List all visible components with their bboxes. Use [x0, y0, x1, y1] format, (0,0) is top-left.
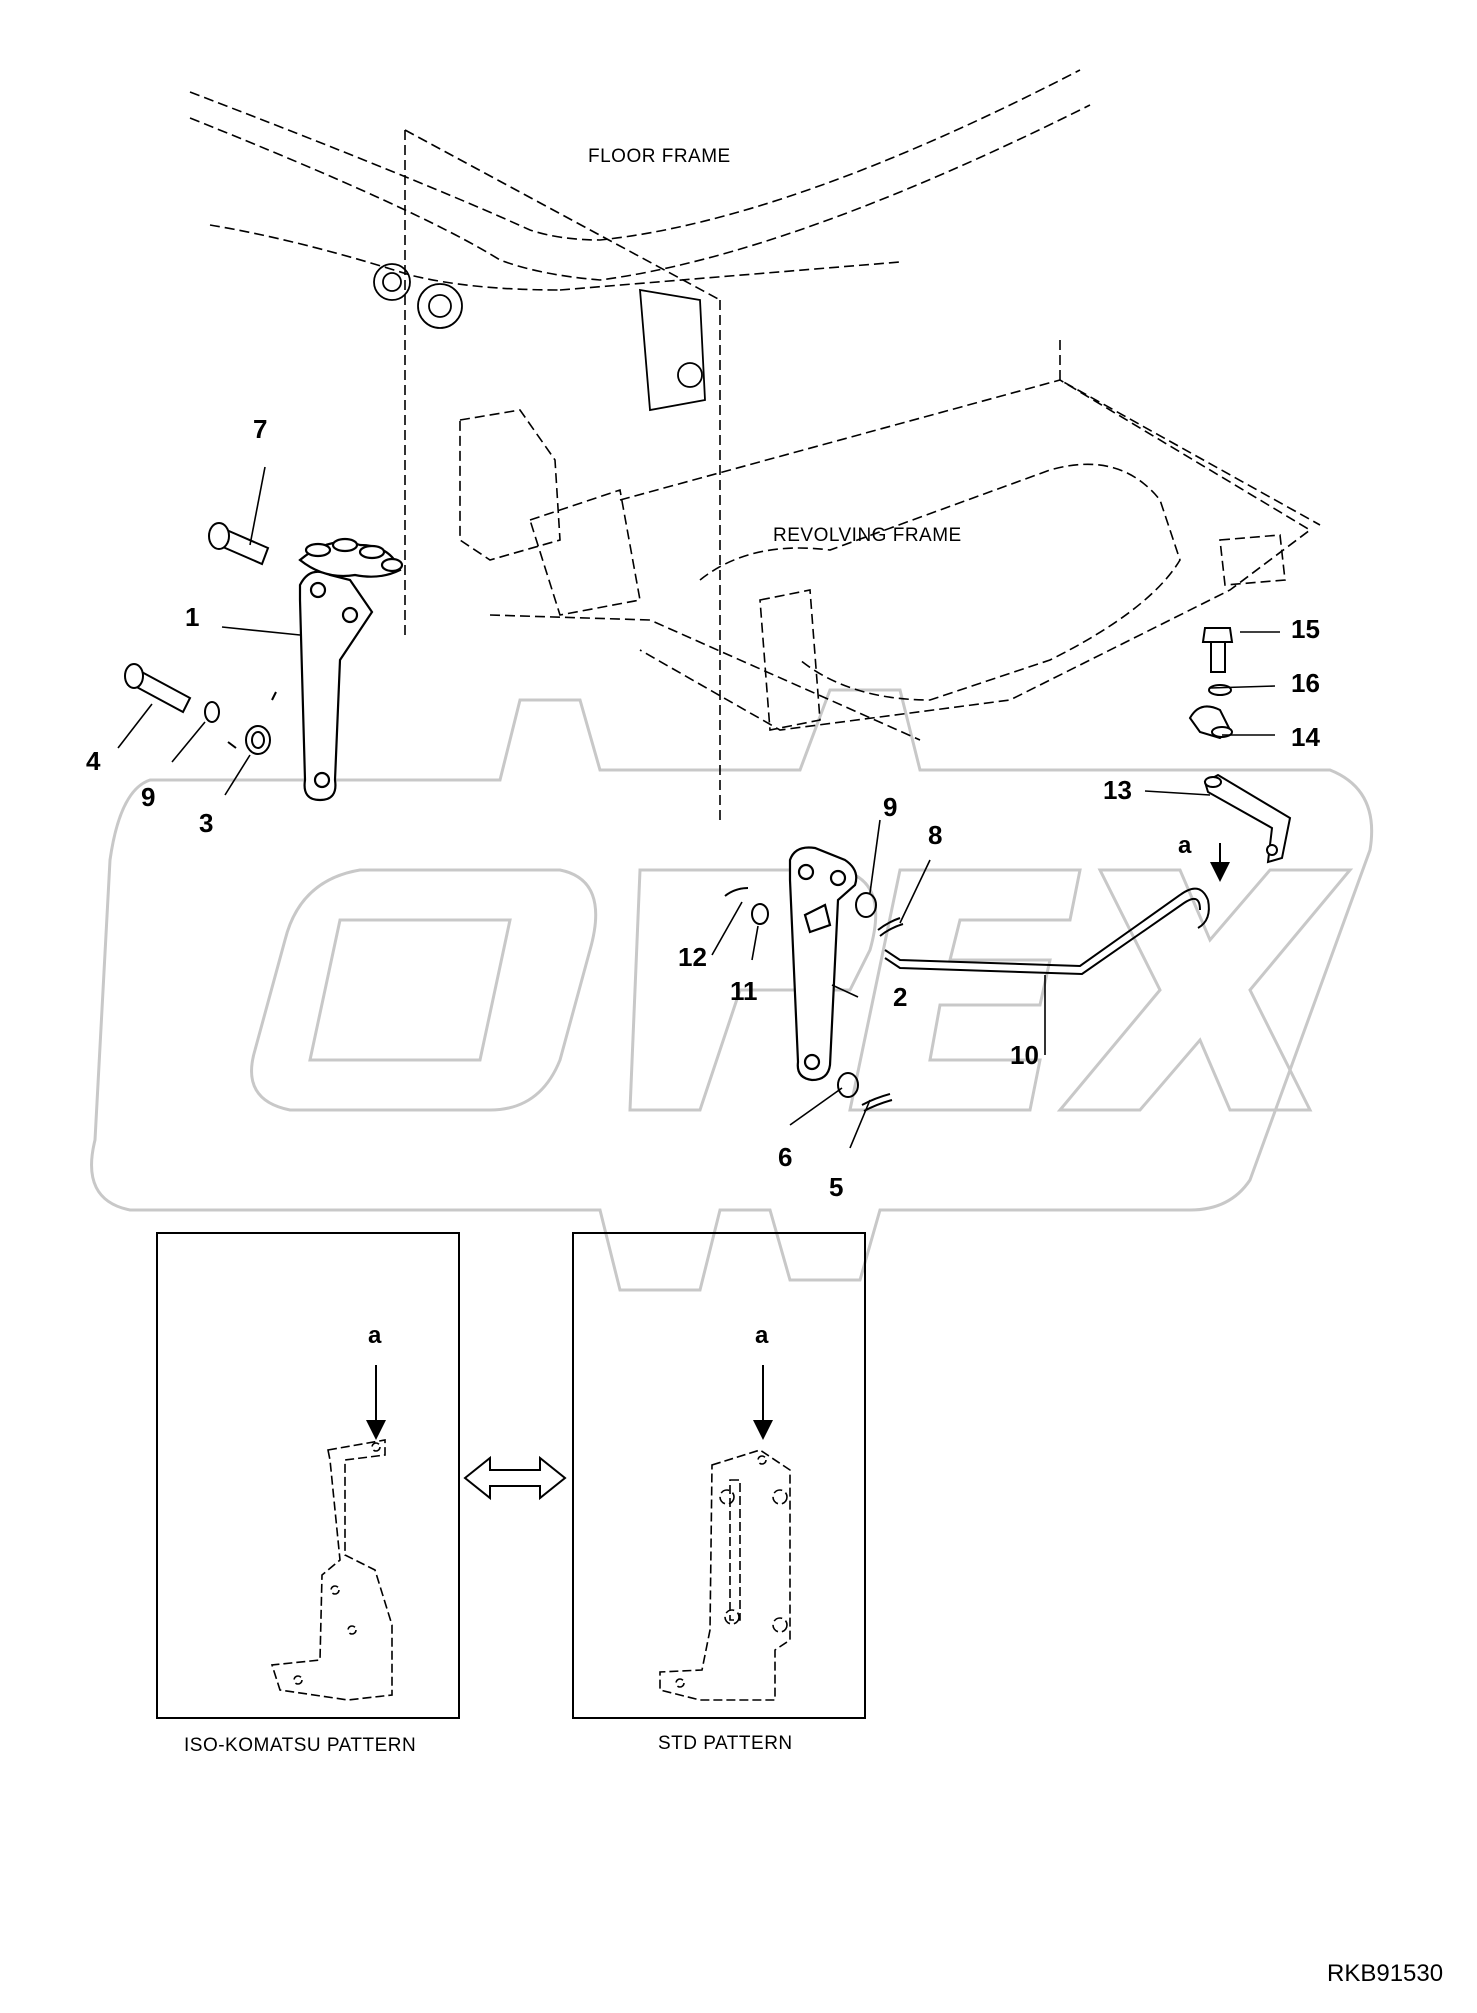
callout-9-left: 9: [141, 782, 156, 812]
callout-5: 5: [829, 1172, 844, 1202]
std-pattern-caption: STD PATTERN: [658, 1733, 793, 1754]
callout-8: 8: [928, 820, 943, 850]
revolving-frame-outline: [459, 379, 1312, 741]
leader-lines: [117, 466, 1280, 1149]
std-pattern-bracket: [659, 1449, 791, 1701]
view-arrow-label-main: a: [1178, 832, 1192, 859]
callout-4: 4: [86, 746, 101, 776]
small-hardware: [724, 887, 904, 1112]
callout-11: 11: [730, 976, 758, 1006]
floor-frame-mounts: [373, 263, 706, 412]
drawing-code: RKB91530: [1327, 1960, 1444, 1987]
view-arrow-label-std: a: [755, 1322, 769, 1349]
floor-frame-outline: [189, 69, 1321, 820]
lever-2: [788, 846, 858, 1082]
callout-7: 7: [253, 414, 268, 444]
callout-12: 12: [678, 942, 707, 972]
lever-1: [298, 537, 404, 802]
washer-16: [1208, 684, 1232, 696]
bracket-13: [1203, 773, 1292, 864]
revolving-frame-label: REVOLVING FRAME: [773, 525, 962, 546]
callout-2: 2: [893, 982, 908, 1012]
double-arrow: [463, 1455, 567, 1501]
callout-1: 1: [185, 602, 200, 632]
view-arrow-label-iso: a: [368, 1322, 382, 1349]
pin-4: [124, 663, 192, 714]
iso-pattern-bracket: [270, 1439, 393, 1701]
callout-6: 6: [778, 1142, 793, 1172]
floor-frame-label: FLOOR FRAME: [588, 146, 731, 167]
callout-9-right: 9: [883, 792, 898, 822]
view-arrows-inset: [366, 1365, 773, 1440]
callout-16: 16: [1291, 668, 1320, 698]
callout-14: 14: [1291, 722, 1320, 752]
callout-15: 15: [1291, 614, 1320, 644]
washer-9-left: [204, 701, 220, 723]
bolt-15: [1201, 627, 1234, 673]
callout-10: 10: [1010, 1040, 1039, 1070]
clamp-14: [1188, 705, 1233, 740]
pin-7: [208, 522, 270, 566]
spring-3: [227, 691, 277, 755]
inset-frames: [156, 1232, 866, 1719]
iso-pattern-caption: ISO-KOMATSU PATTERN: [184, 1735, 417, 1756]
callout-13: 13: [1103, 775, 1132, 805]
callout-3: 3: [199, 808, 214, 838]
rod-10: [884, 887, 1210, 976]
